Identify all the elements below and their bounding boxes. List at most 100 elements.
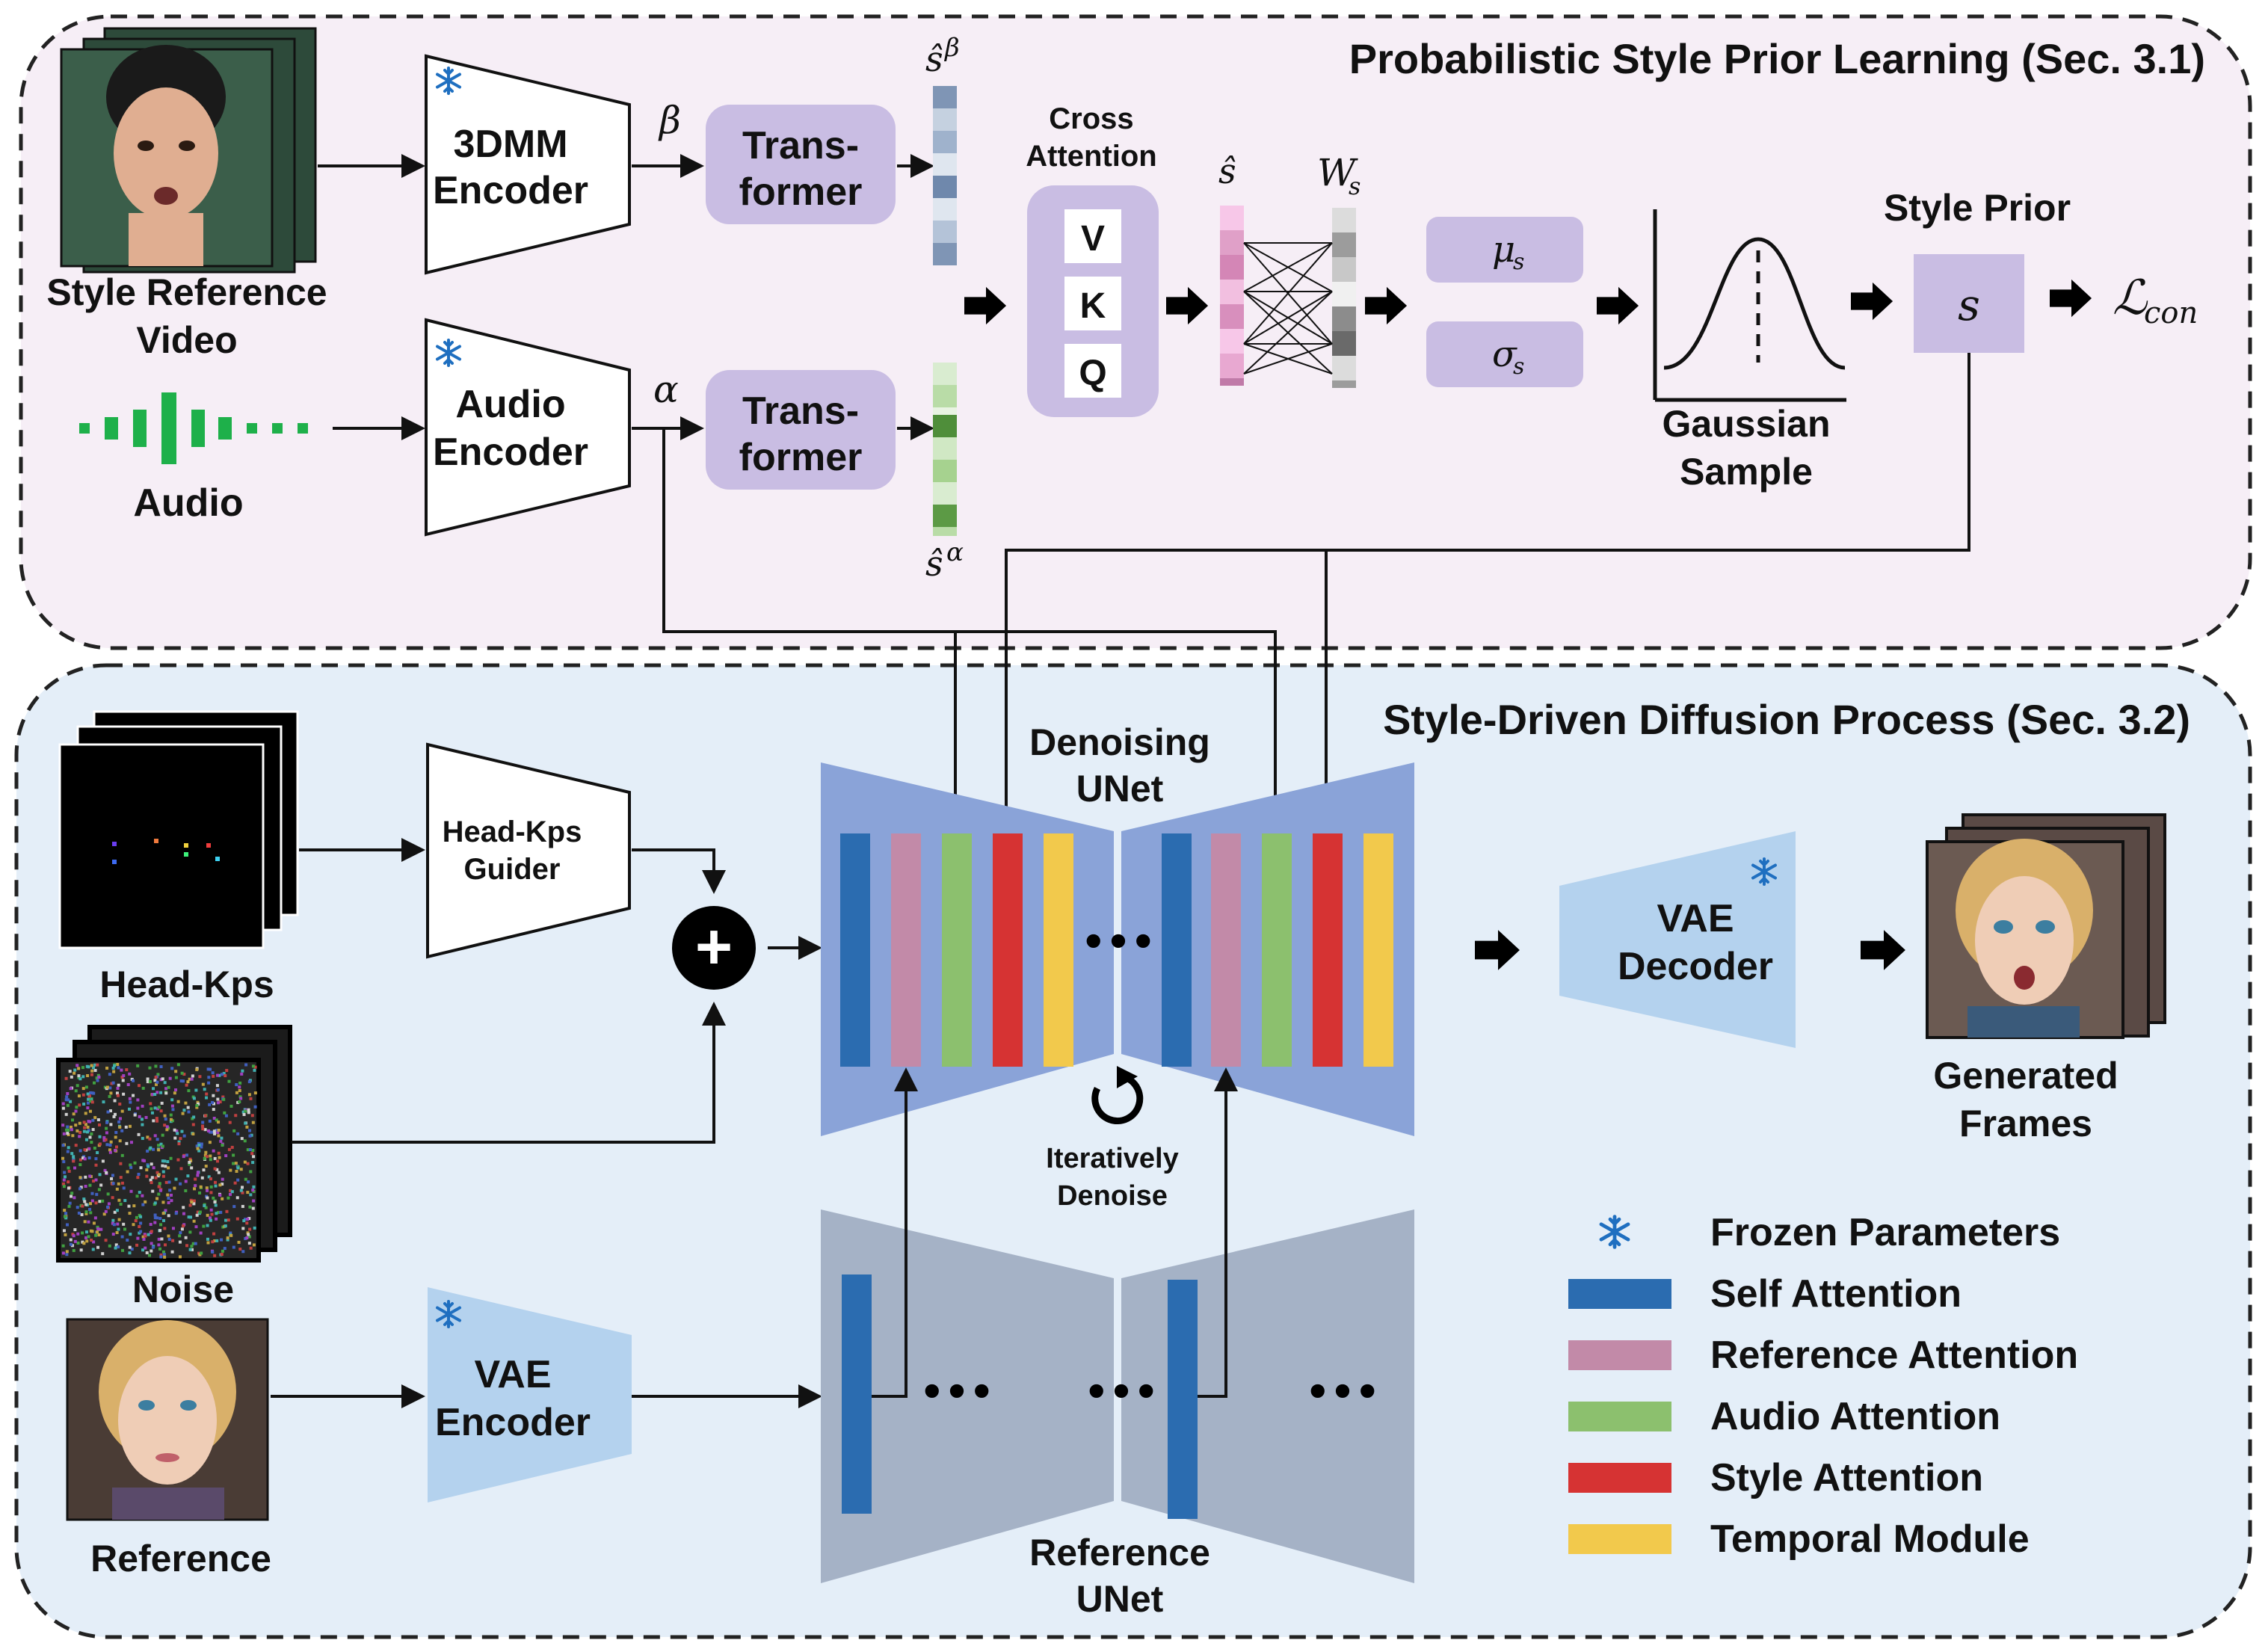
noise-pixel (206, 1196, 209, 1200)
noise-pixel (164, 1087, 168, 1091)
noise-pixel (195, 1213, 199, 1217)
noise-pixel (76, 1241, 80, 1245)
noise-pixel (209, 1185, 213, 1189)
noise-pixel (216, 1073, 220, 1077)
noise-pixel (157, 1237, 161, 1241)
noise-pixel (110, 1177, 114, 1180)
3dmm-encoder-label-1: 3DMM (453, 123, 567, 166)
transformer-top (706, 105, 896, 224)
noise-pixel (162, 1253, 166, 1257)
noise-pixel (228, 1121, 232, 1124)
noise-pixel (82, 1102, 86, 1106)
noise-pixel (251, 1206, 255, 1210)
reference-label: Reference (90, 1538, 271, 1579)
noise-pixel (205, 1186, 209, 1190)
noise-pixel (152, 1119, 155, 1123)
noise-pixel (185, 1153, 188, 1157)
noise-pixel (96, 1245, 100, 1249)
noise-pixel (204, 1206, 208, 1209)
noise-pixel (72, 1159, 76, 1163)
noise-pixel (98, 1173, 102, 1177)
reference-self-attention-left (842, 1274, 872, 1514)
noise-pixel (137, 1172, 141, 1176)
noise-pixel (239, 1097, 243, 1100)
alpha-connector (662, 428, 967, 836)
noise-pixel (163, 1114, 167, 1118)
w-s-symbol: W (1317, 151, 1358, 194)
noise-pixel (119, 1202, 123, 1206)
3dmm-encoder (425, 54, 631, 275)
noise-pixel (121, 1248, 125, 1252)
noise-pixel (165, 1128, 169, 1132)
noise-pixel (215, 1212, 218, 1215)
noise-pixel (209, 1067, 212, 1071)
noise-pixel (137, 1132, 141, 1136)
noise-pixel (87, 1147, 91, 1150)
noise-pixel (138, 1231, 141, 1235)
noise-pixel (128, 1072, 132, 1076)
noise-pixel (192, 1199, 196, 1203)
reference-unet-label-1: Reference (1029, 1532, 1210, 1573)
noise-pixel (207, 1081, 211, 1085)
noise-pixel (209, 1208, 213, 1212)
noise-pixel (222, 1097, 226, 1101)
noise-pixel (87, 1156, 91, 1160)
noise-pixel (69, 1087, 73, 1091)
noise-pixel (247, 1233, 250, 1236)
noise-pixel (120, 1129, 124, 1132)
noise-pixel (68, 1070, 72, 1073)
noise-pixel (191, 1123, 195, 1126)
noise-pixel (157, 1192, 161, 1196)
noise-pixel (236, 1178, 240, 1182)
noise-pixel (87, 1129, 90, 1132)
noise-pixel (179, 1167, 183, 1171)
noise-pixel (235, 1196, 239, 1200)
noise-pixel (104, 1138, 108, 1141)
noise-pixel (216, 1101, 220, 1105)
noise-pixel (80, 1212, 84, 1216)
noise-pixel (87, 1120, 90, 1123)
noise-pixel (106, 1192, 110, 1196)
noise-pixel (68, 1201, 72, 1205)
noise-pixel (245, 1236, 249, 1240)
noise-pixel (252, 1155, 256, 1159)
noise-pixel (246, 1231, 250, 1235)
noise-pixel (71, 1134, 75, 1138)
noise-pixel (188, 1162, 191, 1166)
noise-pixel (95, 1076, 99, 1080)
noise-pixel (192, 1202, 196, 1206)
noise-pixel (169, 1156, 173, 1160)
noise-pixel (161, 1077, 164, 1081)
noise-pixel (159, 1142, 163, 1146)
noise-pixel (78, 1187, 81, 1191)
noise-pixel (246, 1162, 250, 1165)
legend-label-style-attention: Style Attention (1710, 1456, 1983, 1499)
noise-pixel (76, 1129, 79, 1132)
noise-pixel (96, 1118, 100, 1121)
noise-pixel (107, 1202, 111, 1206)
noise-pixel (155, 1138, 159, 1141)
noise-pixel (97, 1233, 101, 1236)
noise-pixel (232, 1129, 236, 1132)
noise-pixel (214, 1180, 218, 1184)
noise-pixel (104, 1239, 108, 1242)
legend: Frozen Parameters Self Attention Referen… (1568, 1211, 2078, 1561)
noise-pixel (164, 1180, 168, 1184)
noise-pixel (185, 1244, 189, 1248)
noise-pixel (234, 1162, 238, 1165)
noise-pixel (229, 1233, 233, 1237)
noise-pixel (233, 1181, 237, 1185)
noise-pixel (250, 1133, 253, 1137)
noise-pixel (148, 1079, 152, 1083)
noise-pixel (232, 1205, 236, 1209)
noise-pixel (203, 1128, 207, 1132)
noise-pixel (128, 1251, 132, 1255)
noise-pixel (84, 1123, 87, 1126)
noise-pixel (112, 1223, 116, 1227)
noise-pixel (108, 1073, 111, 1076)
noise-pixel (191, 1117, 194, 1121)
noise-pixel (247, 1111, 250, 1115)
noise-pixel (69, 1238, 73, 1242)
noise-pixel (105, 1171, 108, 1174)
noise-pixel (198, 1191, 202, 1195)
